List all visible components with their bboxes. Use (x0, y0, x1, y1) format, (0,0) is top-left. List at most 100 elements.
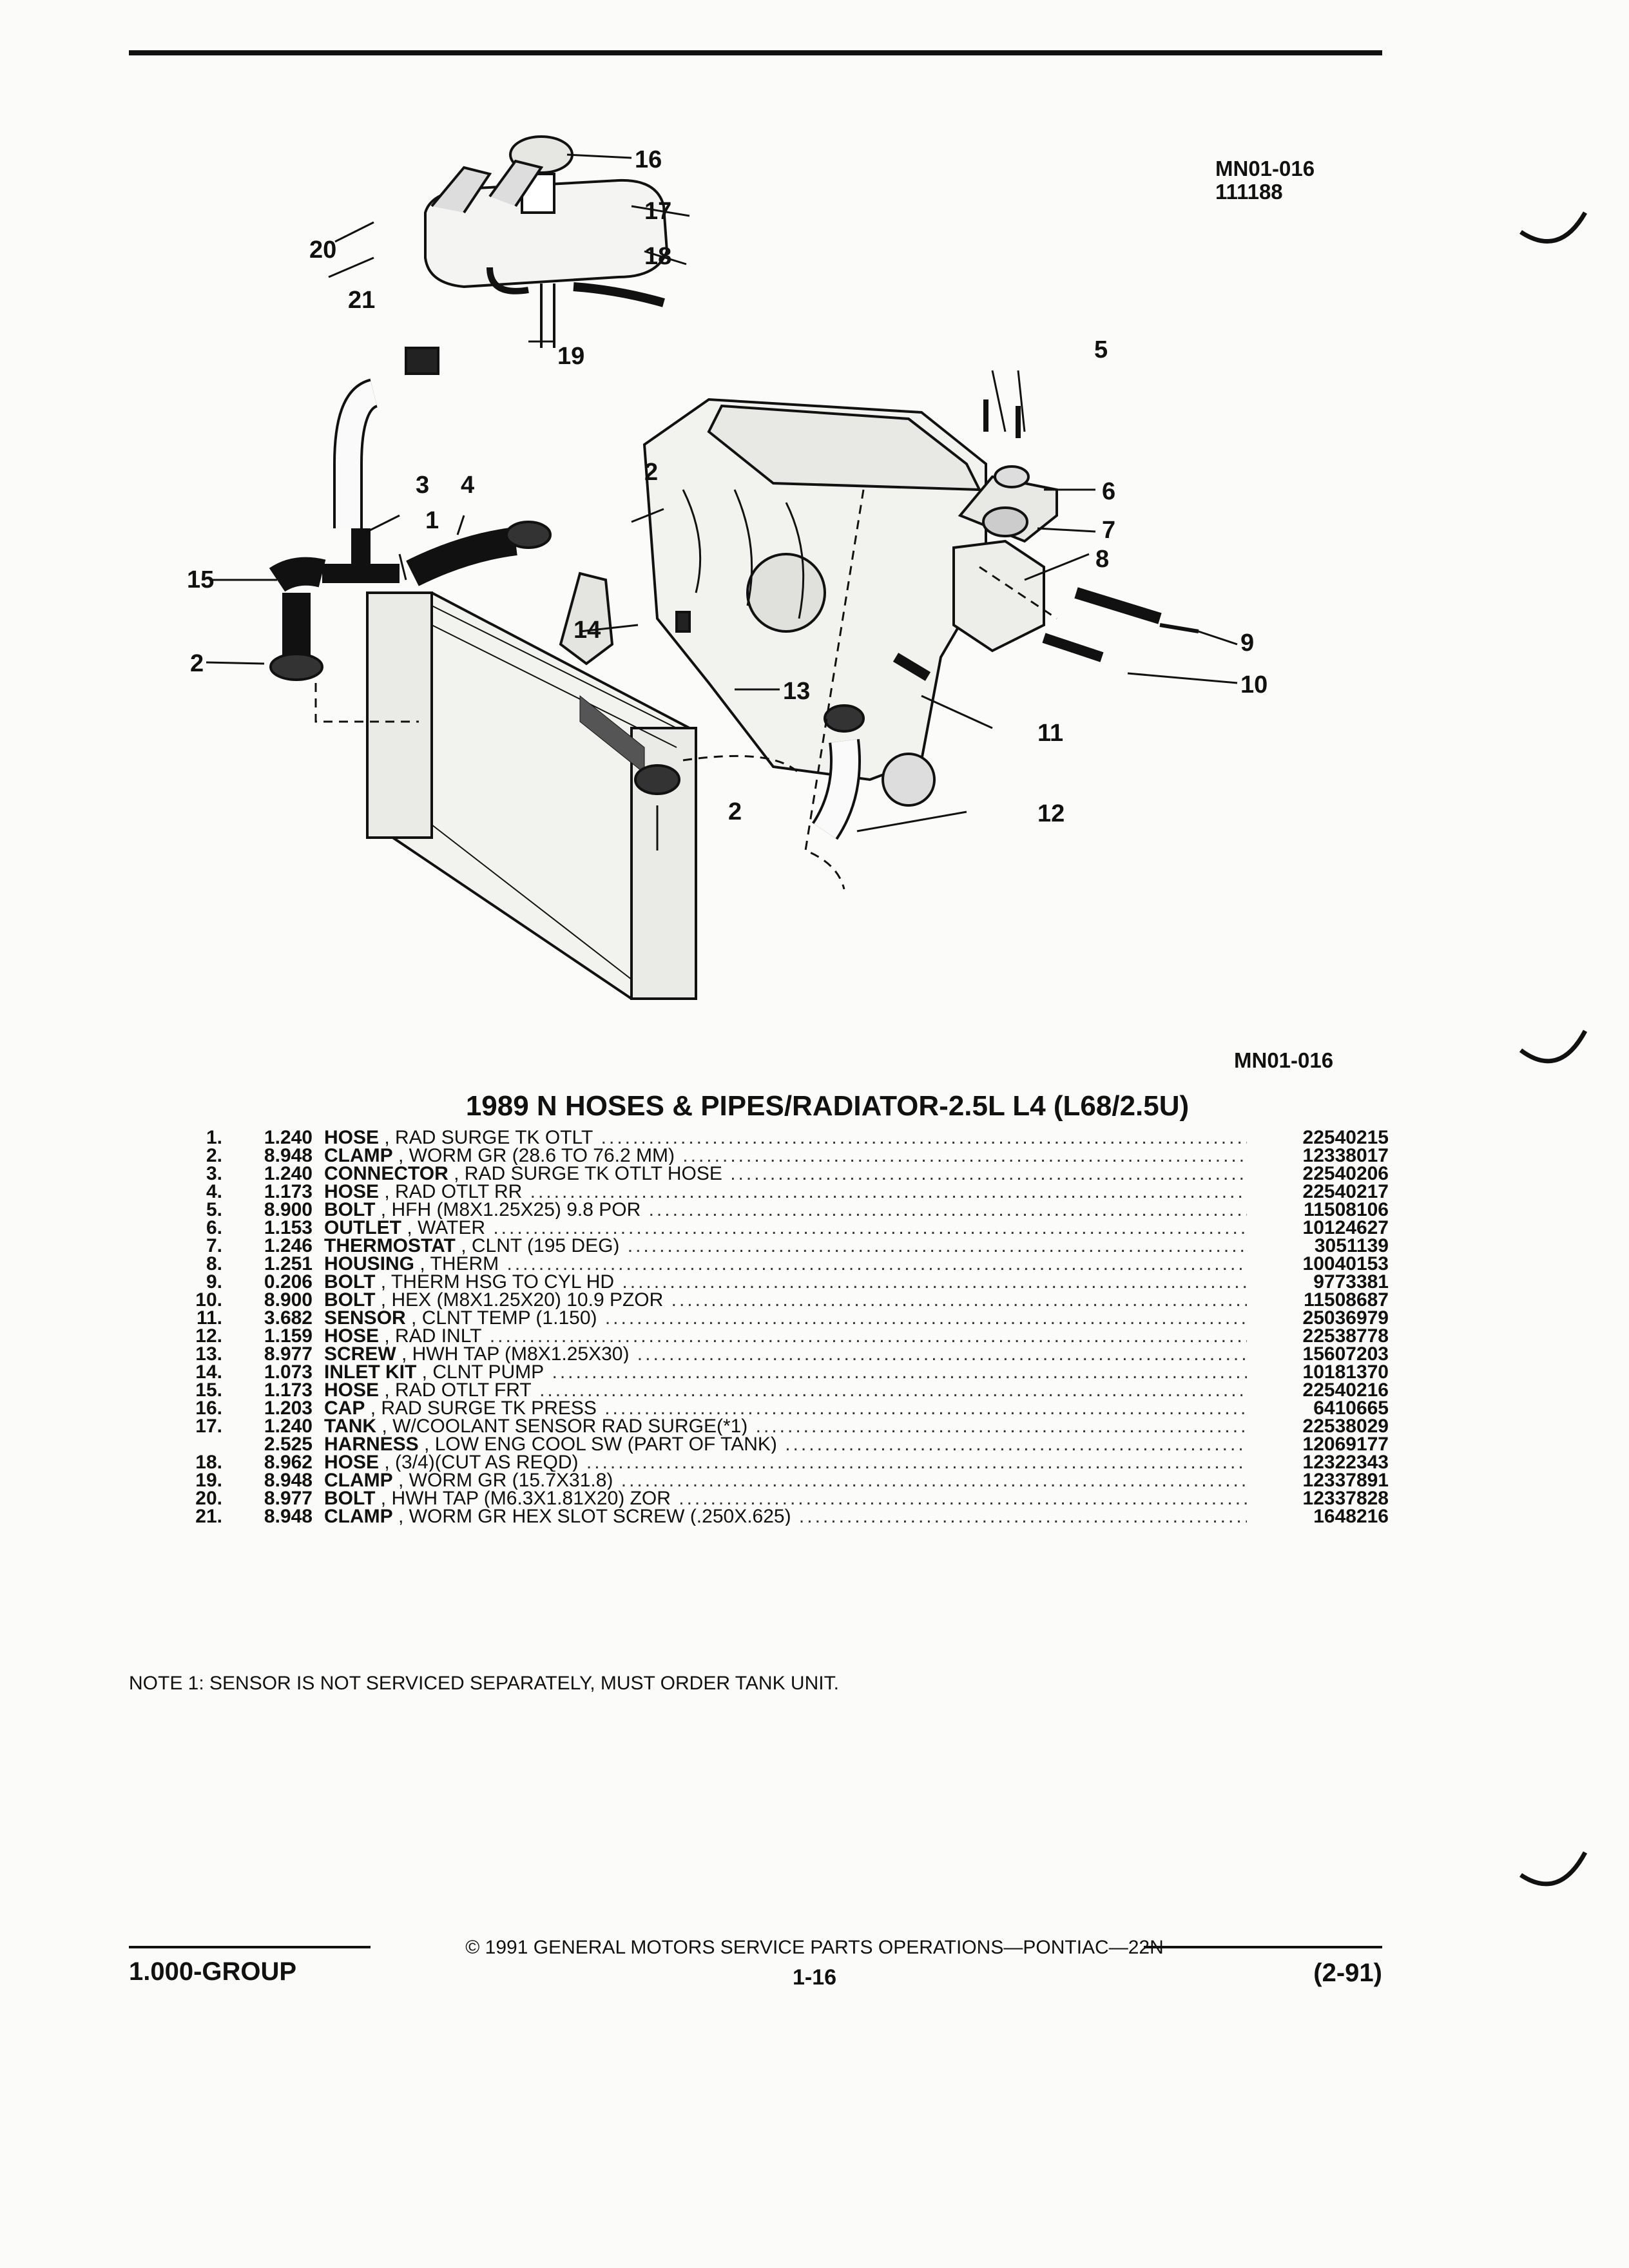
part-name: HOSE (324, 1183, 380, 1201)
part-detail: , CLNT PUMP (421, 1363, 545, 1381)
leader-dots (499, 1255, 1247, 1273)
part-description: HOSE , (3/4)(CUT AS REQD) (324, 1454, 1247, 1472)
callout-9: 9 (1240, 629, 1254, 657)
part-name: HOSE (324, 1454, 380, 1472)
part-quantity-code: 8.977 (264, 1488, 313, 1509)
part-name: CLAMP (324, 1508, 393, 1526)
footer-page-number: 1-16 (792, 1965, 837, 1990)
leader-dots (663, 1291, 1247, 1309)
leader-dots (482, 1327, 1247, 1345)
part-name: OUTLET (324, 1219, 401, 1237)
callout-11: 11 (1037, 720, 1063, 747)
part-detail: , HWH TAP (M6.3X1.81X20) ZOR (380, 1490, 671, 1508)
callout-2-left: 2 (190, 650, 204, 677)
part-quantity-code: 0.206 (264, 1271, 313, 1293)
exploded-parts-diagram: 1 2 3 4 5 6 7 8 9 10 11 12 13 14 15 2 2 … (129, 129, 1268, 1001)
part-detail: , CLNT TEMP (1.150) (411, 1309, 597, 1327)
part-detail: , RAD SURGE TK PRESS (370, 1399, 597, 1418)
part-number: 20. (195, 1488, 222, 1509)
callout-1: 1 (425, 507, 439, 534)
leader-dots (722, 1165, 1247, 1183)
part-quantity-code: 8.948 (264, 1470, 313, 1491)
callout-2-bottom: 2 (728, 798, 742, 825)
footer-revision-date: (2-91) (1313, 1959, 1382, 1987)
part-number: 12. (195, 1325, 222, 1347)
leader-lines (206, 153, 1238, 850)
part-detail: , WORM GR (15.7X31.8) (398, 1472, 613, 1490)
callout-18: 18 (644, 243, 671, 270)
part-detail: , W/COOLANT SENSOR RAD SURGE(*1) (381, 1418, 748, 1436)
leader-dots (544, 1363, 1247, 1381)
part-description: BOLT , HFH (M8X1.25X25) 9.8 POR (324, 1201, 1247, 1219)
clamp-2-left-shape (269, 653, 323, 681)
part-number: 2. (206, 1145, 222, 1166)
part-catalog-number: 12322343 (1302, 1452, 1389, 1473)
figure-date-code: 111188 (1215, 180, 1283, 204)
part-description: HOSE , RAD OTLT RR (324, 1183, 1247, 1201)
part-detail: , THERM HSG TO CYL HD (380, 1273, 615, 1291)
leader-dots (777, 1436, 1247, 1454)
part-catalog-number: 22538029 (1302, 1416, 1389, 1437)
clamp-19-shape (405, 347, 439, 375)
part-name: HOSE (324, 1129, 380, 1147)
part-catalog-number: 22540215 (1302, 1127, 1389, 1148)
figure-reference: MN01-016 111188 (1215, 157, 1315, 204)
callout-15: 15 (187, 566, 214, 593)
callout-13: 13 (783, 678, 810, 705)
leader-dots (593, 1129, 1247, 1147)
part-catalog-number: 12337891 (1302, 1470, 1389, 1491)
part-catalog-number: 10124627 (1302, 1217, 1389, 1238)
part-catalog-number: 3051139 (1314, 1235, 1389, 1256)
part-number: 19. (195, 1470, 222, 1491)
leader-dots (532, 1381, 1247, 1399)
thermostat-housing-illustration (892, 399, 1199, 681)
callout-16: 16 (635, 146, 662, 173)
leader-dots (522, 1183, 1247, 1201)
part-quantity-code: 1.240 (264, 1163, 313, 1184)
part-description: HOSE , RAD OTLT FRT (324, 1381, 1247, 1399)
part-quantity-code: 1.203 (264, 1398, 313, 1419)
part-number: 10. (195, 1289, 222, 1311)
callout-7: 7 (1102, 517, 1115, 544)
part-catalog-number: 22538778 (1302, 1325, 1389, 1347)
part-catalog-number: 12337828 (1302, 1488, 1389, 1509)
part-catalog-number: 6410665 (1313, 1398, 1389, 1419)
callout-14: 14 (574, 617, 601, 644)
part-catalog-number: 12069177 (1302, 1434, 1389, 1455)
part-name: HOSE (324, 1327, 380, 1345)
part-detail: , LOW ENG COOL SW (PART OF TANK) (424, 1436, 777, 1454)
part-quantity-code: 8.948 (264, 1506, 313, 1527)
part-detail: , HFH (M8X1.25X25) 9.8 POR (380, 1201, 641, 1219)
part-description: CLAMP , WORM GR HEX SLOT SCREW (.250X.62… (324, 1508, 1247, 1526)
leader-dots (629, 1345, 1247, 1363)
part-quantity-code: 8.900 (264, 1199, 313, 1220)
part-catalog-number: 11508687 (1304, 1289, 1389, 1311)
part-detail: , HEX (M8X1.25X20) 10.9 PZOR (380, 1291, 664, 1309)
part-number: 6. (206, 1217, 222, 1238)
part-description: SENSOR , CLNT TEMP (1.150) (324, 1309, 1247, 1327)
part-quantity-code: 1.240 (264, 1127, 313, 1148)
surge-tank-illustration (424, 135, 669, 348)
part-description: HOUSING , THERM (324, 1255, 1247, 1273)
part-quantity-code: 2.525 (264, 1434, 313, 1455)
leader-dots (613, 1472, 1247, 1490)
part-number: 11. (196, 1307, 222, 1329)
leader-dots (485, 1219, 1247, 1237)
part-description: BOLT , THERM HSG TO CYL HD (324, 1273, 1247, 1291)
part-catalog-number: 10040153 (1302, 1253, 1389, 1274)
part-quantity-code: 8.900 (264, 1289, 313, 1311)
part-name: BOLT (324, 1273, 376, 1291)
part-name: BOLT (324, 1201, 376, 1219)
part-detail: , RAD SURGE TK OTLT HOSE (454, 1165, 722, 1183)
page-title: 1989 N HOSES & PIPES/RADIATOR-2.5L L4 (L… (465, 1090, 1190, 1122)
part-name: SENSOR (324, 1309, 406, 1327)
part-quantity-code: 1.153 (264, 1217, 313, 1238)
part-name: CLAMP (324, 1472, 393, 1490)
